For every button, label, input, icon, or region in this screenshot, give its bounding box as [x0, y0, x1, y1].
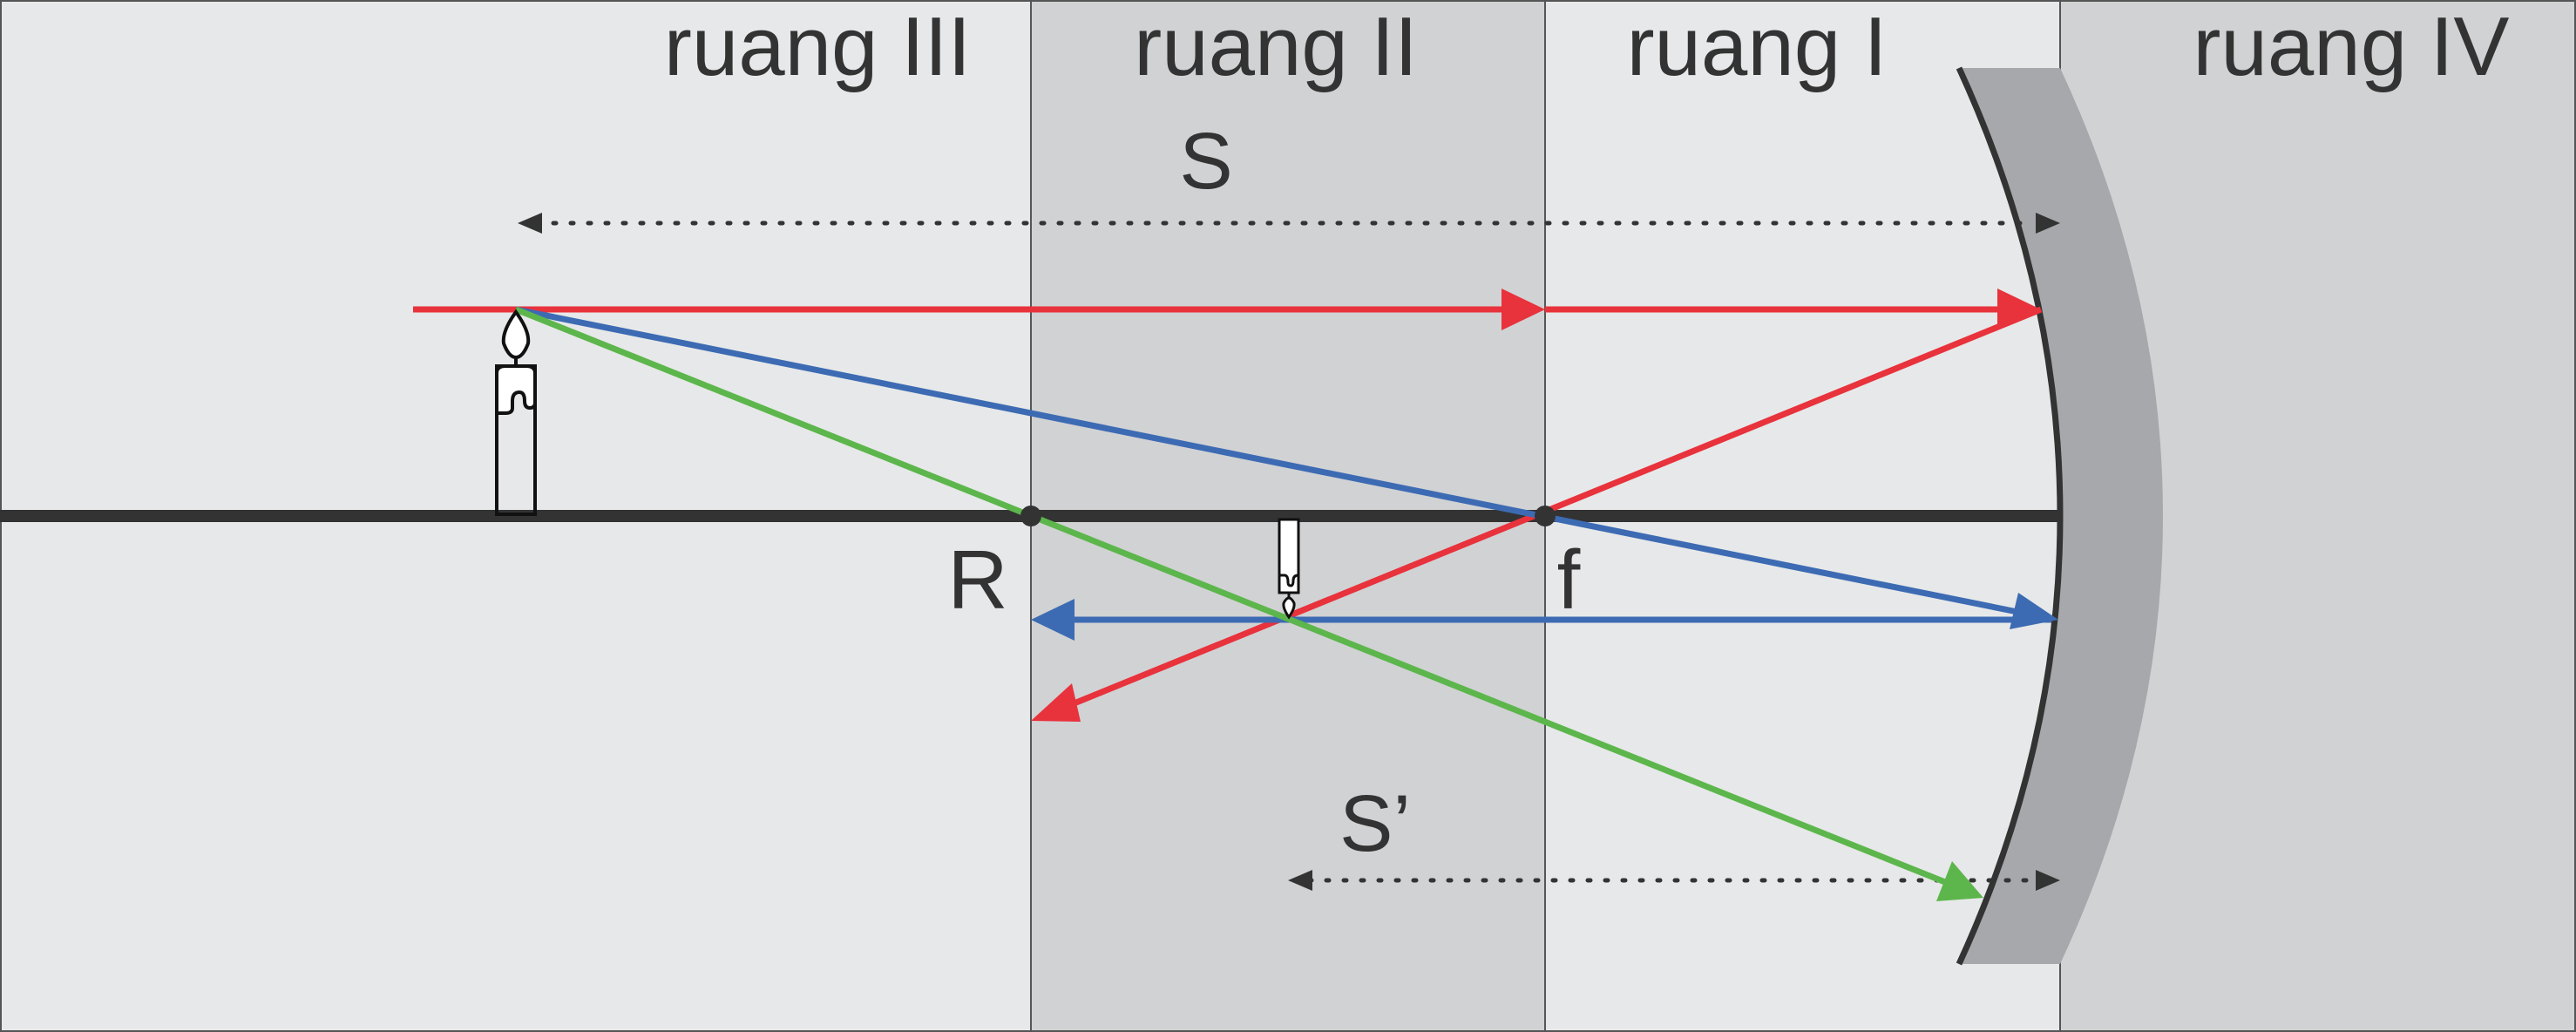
region-label-ruang-ii: ruang II — [1134, 0, 1418, 93]
focal-point — [1535, 506, 1556, 526]
ray-red-arrowhead-3 — [1031, 683, 1081, 722]
object-distance-arrow — [518, 213, 2060, 234]
ray-red-reflected — [1070, 306, 2043, 708]
image-distance-label: S’ — [1339, 779, 1411, 868]
center-of-curvature-point — [1020, 506, 1041, 526]
region-label-ruang-iii: ruang III — [664, 0, 971, 93]
region-label-ruang-i: ruang I — [1627, 0, 1888, 93]
ray-blue-arrowhead-2 — [1031, 599, 1074, 641]
object-candle-icon — [495, 309, 537, 516]
ray-blue-incident — [515, 306, 2023, 616]
focal-point-label: f — [1557, 533, 1581, 627]
object-distance-label: S — [1179, 117, 1232, 206]
ray-red-arrowhead-1 — [1502, 289, 1545, 330]
ray-green — [514, 306, 1947, 886]
region-label-ruang-iv: ruang IV — [2193, 0, 2510, 93]
image-distance-arrow — [1288, 870, 2060, 891]
ray-green-arrowhead — [1936, 861, 1983, 901]
image-candle-icon — [1278, 518, 1300, 620]
center-of-curvature-label: R — [947, 533, 1007, 627]
